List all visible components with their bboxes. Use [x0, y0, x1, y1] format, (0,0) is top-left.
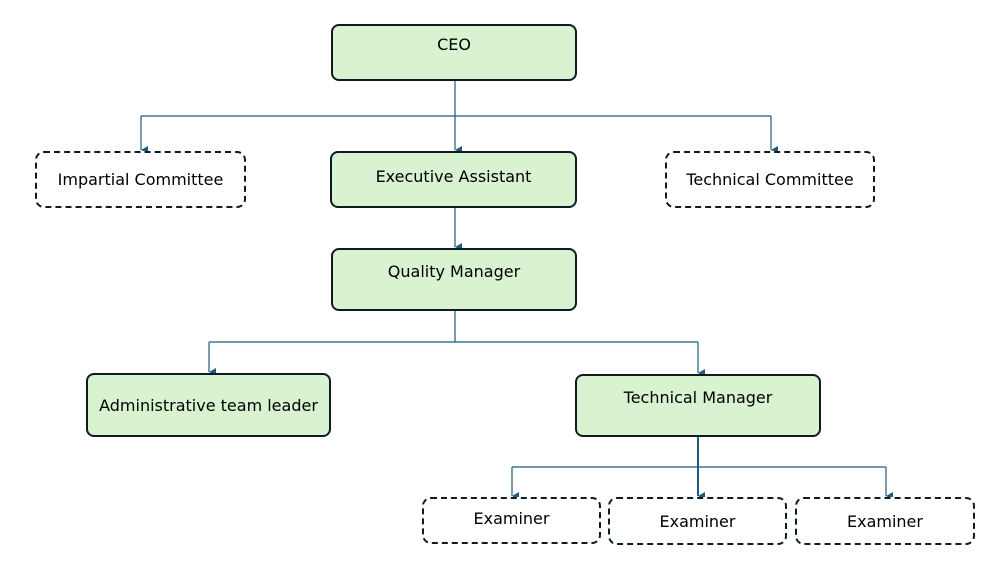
- node-impartial-committee-label: Impartial Committee: [57, 170, 224, 189]
- node-administrative-team-leader: Administrative team leader: [86, 373, 331, 437]
- node-examiner-3-label: Examiner: [847, 511, 923, 531]
- node-technical-manager: Technical Manager: [575, 374, 821, 437]
- node-executive-assistant-label: Executive Assistant: [375, 167, 532, 186]
- node-quality-manager: Quality Manager: [331, 248, 577, 311]
- node-administrative-team-leader-label: Administrative team leader: [99, 395, 318, 415]
- node-examiner-1-label: Examiner: [473, 509, 550, 528]
- node-technical-committee-label: Technical Committee: [686, 170, 854, 189]
- node-examiner-2: Examiner: [608, 497, 787, 545]
- node-technical-committee: Technical Committee: [665, 151, 875, 208]
- node-examiner-2-label: Examiner: [659, 511, 736, 531]
- node-quality-manager-label: Quality Manager: [387, 262, 521, 281]
- node-executive-assistant: Executive Assistant: [330, 151, 577, 208]
- node-ceo: CEO: [331, 24, 577, 81]
- node-impartial-committee: Impartial Committee: [35, 151, 246, 208]
- node-examiner-1: Examiner: [422, 497, 601, 544]
- node-technical-manager-label: Technical Manager: [623, 388, 773, 407]
- node-ceo-label: CEO: [437, 35, 471, 54]
- node-examiner-3: Examiner: [795, 497, 975, 545]
